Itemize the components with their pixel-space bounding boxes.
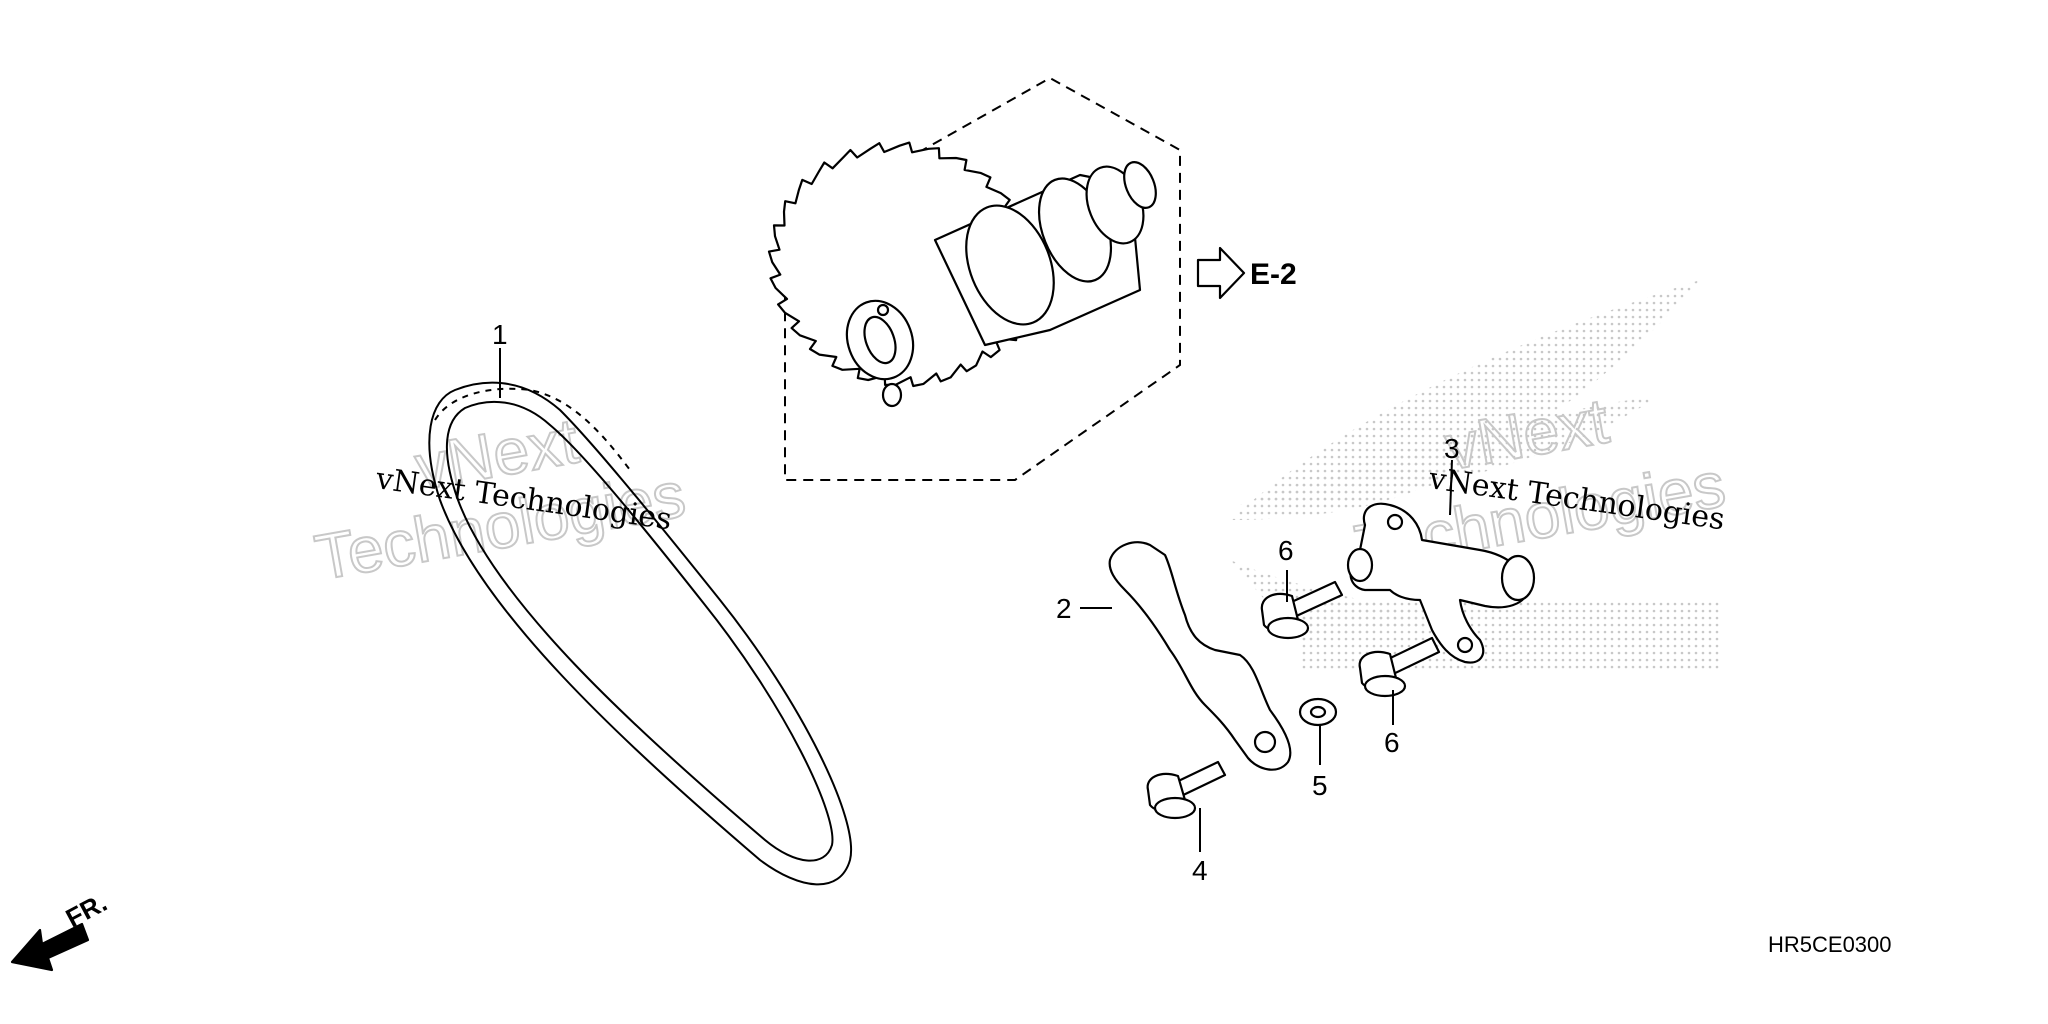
callout-1: 1: [492, 319, 508, 350]
chain-links: [434, 387, 631, 471]
lifter-mount-hole-2: [1456, 636, 1474, 654]
bolt-4: [1146, 760, 1227, 820]
front-label: FR.: [61, 887, 112, 933]
bolt-6-upper: [1260, 580, 1344, 640]
slipper-pivot-hole: [1253, 730, 1277, 754]
chain-outer: [428, 381, 853, 886]
brand-wing-logo: [1230, 280, 1720, 670]
lifter-plunger: [1346, 547, 1374, 583]
callout-numbers: 1 2 3 4 5 6 6: [492, 319, 1460, 886]
front-arrow-icon: [10, 922, 90, 972]
camshaft-sprocket: [767, 141, 1157, 408]
sprocket-pin: [876, 303, 890, 317]
bolt-6-lower: [1358, 636, 1441, 698]
callout-6-lower: 6: [1384, 727, 1400, 758]
camshaft-end: [1123, 161, 1157, 209]
sprocket-bore: [863, 315, 897, 365]
leader-lines: [499, 348, 1453, 852]
lifter-mount-hole-1: [1386, 513, 1404, 531]
camshaft-assembly-group: [784, 76, 1181, 481]
callout-5: 5: [1312, 770, 1328, 801]
callout-3: 3: [1444, 433, 1460, 464]
cam-lobe-1: [965, 204, 1055, 326]
reference-label: E-2: [1250, 258, 1297, 291]
lifter-cap: [1500, 554, 1536, 602]
cam-chain: [428, 381, 853, 886]
watermark-outline: vNext Technologies vNext Technologies: [309, 383, 1731, 594]
washer-5: [1298, 697, 1338, 727]
callout-2: 2: [1056, 593, 1072, 624]
reference-arrow: E-2: [1196, 246, 1297, 300]
callout-6-upper: 6: [1278, 535, 1294, 566]
tensioner-slipper: [1108, 541, 1292, 771]
sprocket-hole: [881, 382, 903, 408]
front-direction: FR.: [10, 887, 112, 972]
tensioner-lifter: [1346, 502, 1536, 664]
callout-4: 4: [1192, 855, 1208, 886]
reference-arrow-icon: [1196, 246, 1246, 300]
chain-inner: [445, 400, 834, 862]
diagram-code: HR5CE0300: [1768, 932, 1892, 957]
